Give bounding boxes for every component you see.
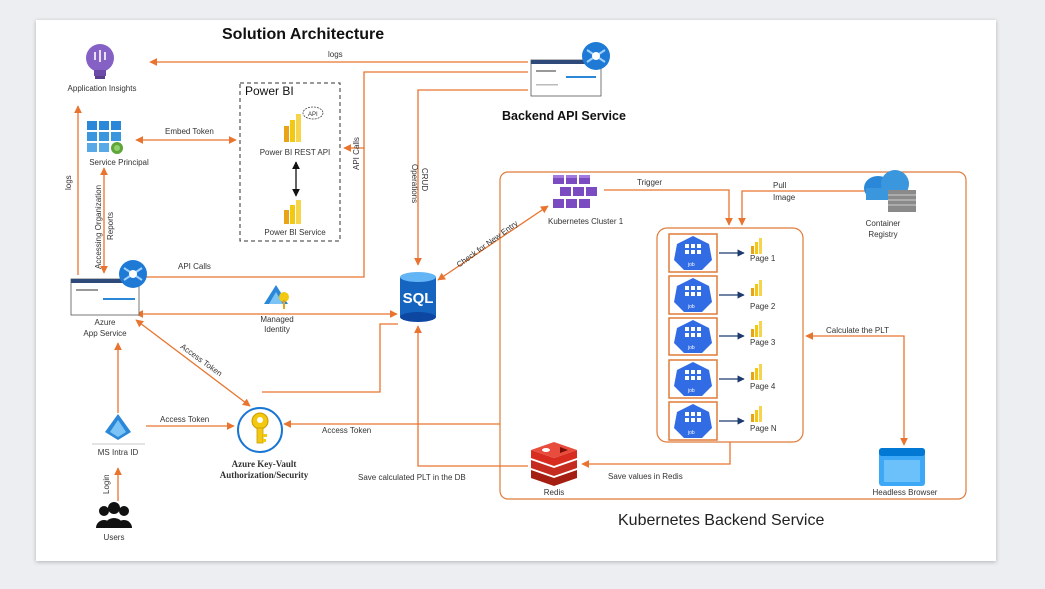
container-registry-label-1: Container (865, 219, 901, 228)
connectors (74, 58, 908, 501)
users-label: Users (103, 533, 125, 542)
edge-label-pull-2: Image (773, 193, 796, 202)
app-service-label-1: Azure (94, 318, 116, 327)
page-label-2: Page 2 (750, 302, 776, 311)
job-badge-4: job (688, 388, 695, 394)
edge-label-crud-1: CRUD (420, 168, 429, 192)
page-label-4: Page 4 (750, 382, 776, 391)
power-bi-service-label: Power BI Service (264, 228, 326, 237)
edge-label-crud-2: Operations (410, 164, 419, 204)
k8s-backend-box (499, 171, 967, 500)
key-vault-icon (237, 407, 283, 453)
edge-label-logs-top: logs (328, 50, 343, 59)
page-icons (751, 238, 762, 422)
k8s-backend-label: Kubernetes Backend Service (618, 512, 825, 529)
kubernetes-cluster-icon (553, 175, 597, 208)
container-registry-label-2: Registry (868, 230, 898, 239)
redis-label: Redis (543, 488, 565, 497)
app-service-label-2: App Service (83, 329, 127, 338)
edge-api-calls-horizontal (146, 148, 365, 278)
edge-calculate-plt (805, 332, 908, 446)
job-badge-1: job (688, 262, 695, 268)
service-principal-icon (87, 121, 123, 154)
edge-label-embed-token: Embed Token (165, 127, 214, 136)
app-service-window-icon (70, 260, 147, 316)
edge-label-save-values-redis: Save values in Redis (608, 472, 683, 481)
app-insights-label: Application Insights (67, 84, 137, 93)
edge-label-pull-1: Pull (773, 181, 787, 190)
job-badge-3: job (688, 345, 695, 351)
edge-check-new-entry (437, 205, 549, 281)
backend-api-label: Backend API Service (502, 109, 626, 123)
job-badge-5: job (688, 430, 695, 436)
diagram-title: Solution Architecture (222, 26, 385, 43)
job-badge-2: job (688, 304, 695, 310)
edge-label-calculate-plt: Calculate the PLT (826, 326, 889, 335)
edge-crud (414, 89, 528, 266)
edge-label-login: Login (102, 474, 111, 494)
api-badge-label: API (308, 112, 318, 118)
ms-intra-id-icon (92, 414, 145, 445)
power-bi-group-label: Power BI (245, 84, 294, 98)
headless-browser-label: Headless Browser (872, 488, 938, 497)
edge-label-accessing-2: Reports (106, 211, 115, 240)
edge-label-access-token-k8s: Access Token (322, 426, 372, 435)
sql-label: SQL (402, 290, 434, 307)
managed-identity-label-1: Managed (260, 315, 294, 324)
powerbi-rest-api-icon (284, 106, 324, 142)
edge-pull-image (738, 190, 866, 226)
ms-intra-id-label: MS Intra ID (97, 448, 139, 457)
edge-label-access-token-intra: Access Token (160, 415, 210, 424)
edge-label-api-calls-horizontal: API Calls (178, 262, 211, 271)
managed-identity-icon (264, 285, 289, 309)
managed-identity-label-2: Identity (264, 325, 290, 334)
redis-icon (531, 442, 577, 486)
edge-label-trigger: Trigger (637, 178, 663, 187)
page-label-3: Page 3 (750, 338, 776, 347)
edge-label-logs-side: logs (64, 175, 73, 190)
page-label-1: Page 1 (750, 254, 776, 263)
power-bi-group-box (239, 82, 341, 242)
users-icon (96, 502, 132, 528)
container-registry-icon (864, 170, 916, 212)
headless-browser-icon (879, 448, 925, 486)
edge-label-api-calls-vertical: API Calls (352, 137, 361, 170)
edge-api-calls-vertical (343, 71, 528, 152)
power-bi-rest-api-label: Power BI REST API (259, 148, 331, 157)
powerbi-service-icon (284, 200, 301, 224)
edge-label-save-plt-db: Save calculated PLT in the DB (358, 473, 466, 482)
key-vault-label-2: Authorization/Security (219, 470, 309, 480)
edge-label-accessing-1: Accessing Organization (94, 184, 103, 269)
lightbulb-icon (86, 44, 114, 79)
edge-save-values-redis (581, 442, 731, 468)
backend-api-window-icon (530, 42, 610, 97)
page-label-5: Page N (750, 424, 777, 433)
diagram-canvas (36, 20, 996, 561)
sql-icon (400, 272, 436, 322)
service-principal-label: Service Principal (89, 158, 149, 167)
job-icons (668, 233, 718, 441)
edge-trigger (604, 189, 733, 226)
edge-keyvault-sql (262, 323, 398, 393)
k8s-cluster-label: Kubernetes Cluster 1 (548, 217, 624, 226)
key-vault-label-1: Azure Key-Vault (231, 459, 297, 469)
edge-save-plt-db (414, 325, 528, 467)
edge-access-token-diag (135, 319, 251, 407)
